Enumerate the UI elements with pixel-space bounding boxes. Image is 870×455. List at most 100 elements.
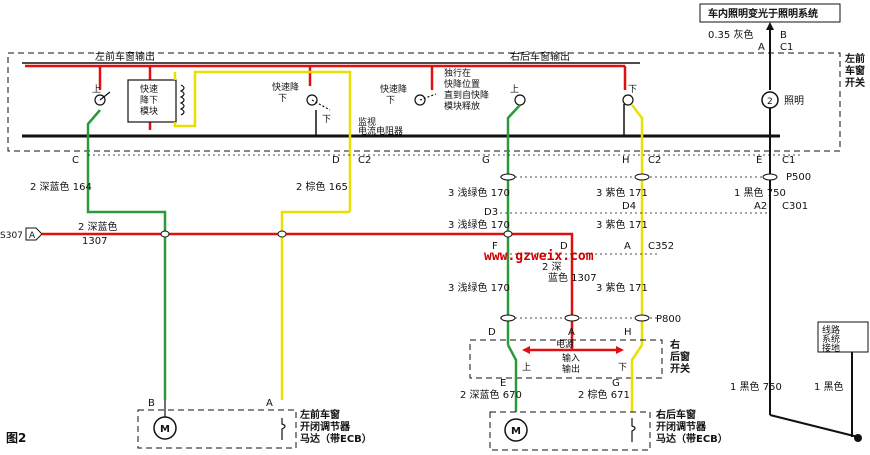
pin-c1: C1 [782,155,795,166]
note-line-4: 模块释放 [444,100,480,112]
lf-motor-pin-a: A [266,398,273,409]
monitor-label-1: 监视 [358,116,376,128]
red-splice-2 [277,230,287,238]
left-front-motor-box [137,409,297,449]
pin-a-low: A [568,327,575,338]
rear-power-arrow-right [616,346,624,354]
pin-d: D [332,155,340,166]
top-pin-a: A [758,42,765,53]
lf-ecb-icon [281,418,286,440]
wire-671-label: 2 棕色 671 [578,388,630,401]
ground-wire [769,414,859,438]
green-internal-rr [506,104,521,136]
express-down-2-b: 下 [386,96,395,106]
rr-motor-label-2: 开闭调节器 [656,420,707,433]
pin-f: F [492,241,498,252]
wire-164-label: 2 深蓝色 164 [30,180,92,193]
express-switch-1-down: 下 [322,115,331,125]
lf-motor-symbol: M [160,424,170,435]
p800-label: P800 [656,314,681,325]
express-down-1-b: 下 [278,94,287,104]
ground-node [854,434,862,442]
p800-splice-2 [564,314,580,322]
rear-io-label-1: 输入 [562,352,580,364]
p800-splice-3 [634,314,650,322]
lf-motor-pin-b: B [148,398,155,409]
rr-motor-label-3: 马达（带ECB） [656,432,728,445]
right-rear-motor-box [489,411,651,451]
lf-motor-label-3: 马达（带ECB） [300,432,372,445]
rear-switch-label-2: 后窗 [670,350,690,363]
rear-window-switch-box [469,339,663,379]
rr-motor-symbol: M [511,426,521,437]
rear-switch-label-3: 开关 [670,362,690,375]
s307-tag [25,227,43,241]
express-switch-2-arm [419,93,437,101]
yellow-internal-path [173,70,352,128]
p800-splice-1 [500,314,516,322]
rr-motor-icon [504,418,528,442]
wire-170a-label: 3 浅绿色 170 [448,186,510,199]
pin-d3: D3 [484,207,498,218]
pin-c2: C2 [358,155,371,166]
rr-up-pivot [514,94,526,106]
yellow-internal-rr [631,104,644,136]
s307-tag-label: A [29,231,36,241]
pin-d-low: D [488,327,496,338]
top-conn-c1: C1 [780,42,793,53]
pin-a2: A2 [754,201,767,212]
red-splice-3 [503,230,513,238]
diagram-title: 车内照明变光于照明系统 [708,7,818,20]
wire-171c-label: 3 紫色 171 [596,281,648,294]
top-arrow [766,22,774,30]
yellow-to-motor [280,210,350,400]
ground-box [817,321,869,353]
left-switch-arm [99,91,111,101]
lf-motor-label-1: 左前车窗 [299,408,340,421]
rear-io-label-2: 输出 [562,363,580,375]
rr-down-pivot [622,94,634,106]
module-label-3: 模块 [140,105,158,117]
rr-up-label: 上 [510,84,519,95]
s307-label: S307 [0,231,23,241]
express-switch-1-arm [311,99,331,111]
pin-c352: C352 [648,241,674,252]
yellow-rear-internal [630,344,644,378]
switch-box-label-1: 左前 [844,52,865,65]
wire-1307b-label: 1307 [82,236,107,247]
ground-label-3: 接地 [822,342,840,354]
note-line-3: 直到自快降 [444,89,489,101]
wire-black-label: 1 黑色 [814,380,844,393]
pin-h-low: H [624,327,632,338]
lf-motor-label-2: 开闭调节器 [300,420,351,433]
rr-motor-label-1: 右后车窗 [655,408,696,421]
wire-1307a-label: 2 深蓝色 [78,220,118,233]
rear-power-arrow-left [522,346,530,354]
top-pin-b: B [780,30,787,41]
rear-switch-label-1: 右 [669,338,680,351]
pin-g-low: G [612,378,620,389]
pin-e: E [756,155,762,166]
wire-1307c-label-2: 蓝色 1307 [548,271,597,284]
wire-170c-label: 3 浅绿色 170 [448,281,510,294]
rr-ecb-icon [631,418,636,442]
express-down-2-a: 快速降 [380,83,407,95]
rr-down-label: 下 [628,85,637,95]
wire-171a-label: 3 紫色 171 [596,186,648,199]
note-line-2: 快降位置 [444,78,480,90]
rear-power-label: 电源 [556,338,574,350]
green-to-motor [86,150,167,400]
p500-splice-g [500,173,516,181]
switch-box-label-3: 开关 [845,76,865,89]
monitor-label-2: 电流电阻器 [358,125,403,137]
wire-1307c-label-1: 2 深 [542,261,562,273]
left-front-switch-box [7,52,841,152]
green-rear-internal [506,344,518,378]
pin-a-mid: A [624,241,631,252]
pin-g: G [482,155,490,166]
pin-e-low: E [500,378,506,389]
pin-c: C [72,155,79,166]
express-down-1-a: 快速降 [272,81,299,93]
top-wire-label: 0.35 灰色 [708,28,753,41]
